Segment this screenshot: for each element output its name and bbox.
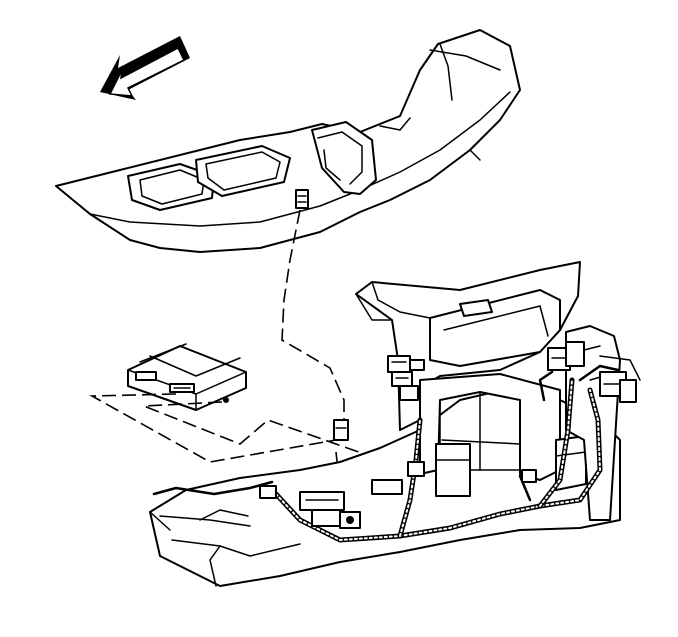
left-connector-cluster xyxy=(387,355,425,401)
right-connector-cluster xyxy=(547,341,637,403)
console-trim-panel xyxy=(55,29,521,253)
lamp-socket xyxy=(295,189,309,209)
harness-connectors xyxy=(259,419,537,529)
instrument-panel-section xyxy=(355,261,621,521)
socket-routing-line xyxy=(281,209,345,440)
wiring-harness xyxy=(152,355,641,543)
forward-arrow-icon xyxy=(100,36,190,100)
control-module xyxy=(127,343,247,411)
